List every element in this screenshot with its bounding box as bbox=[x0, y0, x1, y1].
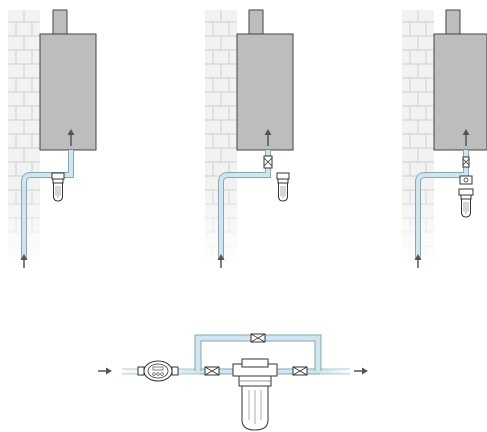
pressure-reducer-icon bbox=[459, 175, 473, 185]
boiler-icon bbox=[236, 33, 294, 151]
ball-valve-icon bbox=[204, 366, 220, 376]
water-pipe bbox=[413, 150, 469, 270]
water-filter-icon bbox=[458, 188, 474, 218]
ball-valve-icon bbox=[263, 155, 273, 169]
boiler-icon bbox=[39, 33, 97, 151]
water-pipe bbox=[216, 150, 271, 270]
installation-single-filter bbox=[8, 9, 97, 270]
brick-wall bbox=[402, 10, 434, 260]
water-pipe bbox=[19, 150, 74, 270]
flue-pipe bbox=[52, 9, 68, 35]
flow-arrow-icon bbox=[264, 129, 272, 146]
water-filter-icon bbox=[232, 358, 278, 431]
flow-arrow-icon bbox=[462, 129, 470, 146]
ball-valve-icon bbox=[250, 333, 266, 343]
water-filter-icon bbox=[276, 172, 290, 202]
flow-arrow-icon bbox=[217, 254, 225, 268]
installation-filter-with-valve bbox=[205, 9, 294, 270]
flow-arrow-icon bbox=[414, 254, 422, 268]
bypass-installation-scheme bbox=[98, 333, 368, 431]
flow-arrow-icon bbox=[98, 367, 112, 375]
installation-filter-with-valve-and-reducer bbox=[402, 9, 487, 270]
flow-arrow-icon bbox=[354, 367, 368, 375]
flue-pipe bbox=[248, 9, 264, 35]
flow-arrow-icon bbox=[67, 129, 75, 146]
boiler-icon bbox=[433, 33, 487, 151]
water-meter-icon bbox=[137, 360, 179, 382]
flue-pipe bbox=[445, 9, 461, 35]
flow-arrow-icon bbox=[20, 254, 28, 268]
ball-valve-icon bbox=[292, 366, 308, 376]
water-filter-icon bbox=[51, 172, 65, 202]
ball-valve-icon bbox=[462, 156, 470, 168]
